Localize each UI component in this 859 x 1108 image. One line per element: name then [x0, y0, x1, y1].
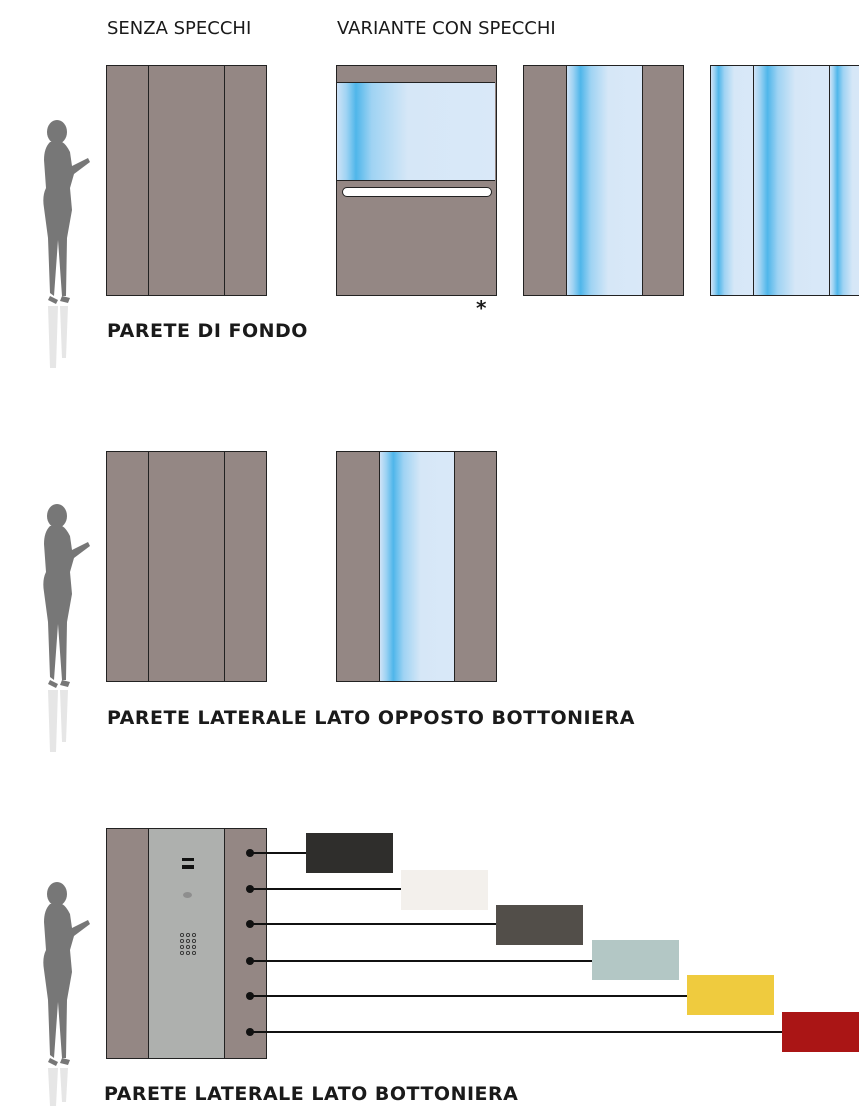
- swatch-light-blue-grey: [592, 940, 679, 980]
- swatch-dark-grey: [496, 905, 583, 945]
- handrail: [342, 187, 492, 197]
- swatch-black: [306, 833, 393, 873]
- back-wall-mirror-handrail: [336, 65, 497, 296]
- header-without-mirrors: SENZA SPECCHI: [107, 18, 252, 39]
- section-title-side-wall-panel: PARETE LATERALE LATO BOTTONIERA: [104, 1083, 519, 1105]
- side-wall-plain: [106, 451, 267, 682]
- swatch-yellow: [687, 975, 774, 1015]
- person-silhouette-icon: [43, 882, 90, 1106]
- swatch-white: [401, 870, 488, 910]
- vertical-mirror: [379, 452, 455, 681]
- footnote-asterisk: *: [476, 296, 487, 320]
- vertical-mirror: [566, 66, 643, 295]
- display-icon: [182, 858, 194, 861]
- speaker-icon: [183, 892, 192, 898]
- section-title-back-wall: PARETE DI FONDO: [107, 320, 308, 342]
- person-silhouette-icon: [43, 120, 90, 368]
- person-silhouette-icon: [43, 504, 90, 752]
- back-wall-plain: [106, 65, 267, 296]
- swatch-red: [782, 1012, 859, 1052]
- horizontal-mirror: [337, 82, 495, 181]
- side-wall-center-mirror: [336, 451, 497, 682]
- section-title-side-wall-opposite: PARETE LATERALE LATO OPPOSTO BOTTONIERA: [107, 707, 635, 729]
- back-wall-center-mirror: [523, 65, 684, 296]
- keypad-icon: [179, 932, 197, 956]
- header-with-mirrors: VARIANTE CON SPECCHI: [337, 18, 556, 39]
- back-wall-full-mirror: [710, 65, 859, 296]
